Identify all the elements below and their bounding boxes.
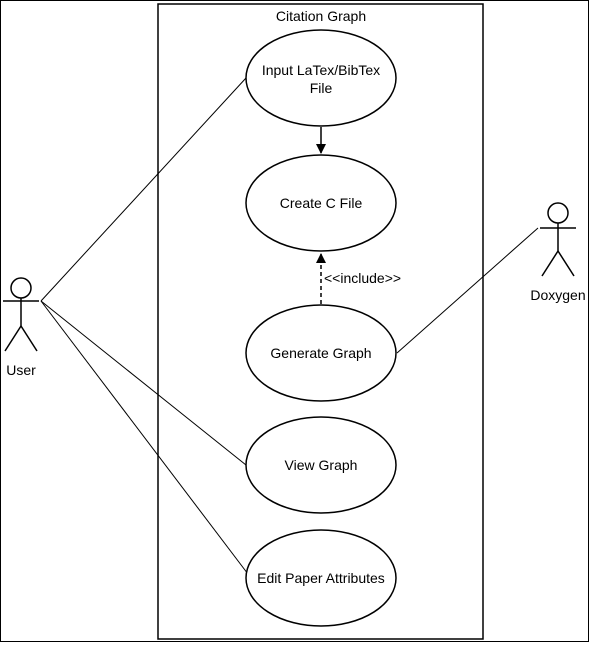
actor-doxygen-head: [547, 202, 569, 224]
use-case-generate-graph-label: Generate Graph: [270, 345, 371, 361]
actor-user-label: User: [6, 362, 36, 378]
association-user-edit-attributes: [40, 300, 252, 579]
system-title: Citation Graph: [276, 8, 366, 24]
association-user-view-graph: [40, 300, 247, 466]
actor-doxygen-label: Doxygen: [530, 287, 585, 303]
use-case-edit-paper-attributes[interactable]: [245, 529, 397, 627]
association-doxygen-generate-graph: [396, 227, 539, 354]
use-case-edit-paper-attributes-label: Edit Paper Attributes: [257, 570, 385, 586]
actor-user-right-leg: [20, 325, 38, 352]
system-boundary: [157, 3, 484, 640]
use-case-input-file-label-line2: File: [310, 80, 333, 96]
include-label: <<include>>: [324, 270, 401, 286]
use-case-view-graph[interactable]: [245, 416, 397, 514]
actor-doxygen-right-leg: [557, 250, 575, 277]
use-case-create-c-file-label: Create C File: [280, 195, 363, 211]
actor-user-head: [10, 277, 32, 299]
use-case-input-file-label-line1: Input LaTex/BibTex: [262, 62, 380, 78]
actor-doxygen-left-leg: [541, 250, 559, 277]
use-case-generate-graph[interactable]: [245, 304, 397, 402]
actor-doxygen[interactable]: [540, 202, 576, 277]
association-user-input-file: [40, 77, 247, 302]
use-case-input-file[interactable]: [245, 29, 397, 127]
include-arrow-head: [316, 253, 326, 263]
actor-user[interactable]: [3, 277, 39, 352]
actor-user-left-leg: [4, 325, 22, 352]
use-case-view-graph-label: View Graph: [285, 457, 358, 473]
use-case-create-c-file[interactable]: [245, 154, 397, 252]
